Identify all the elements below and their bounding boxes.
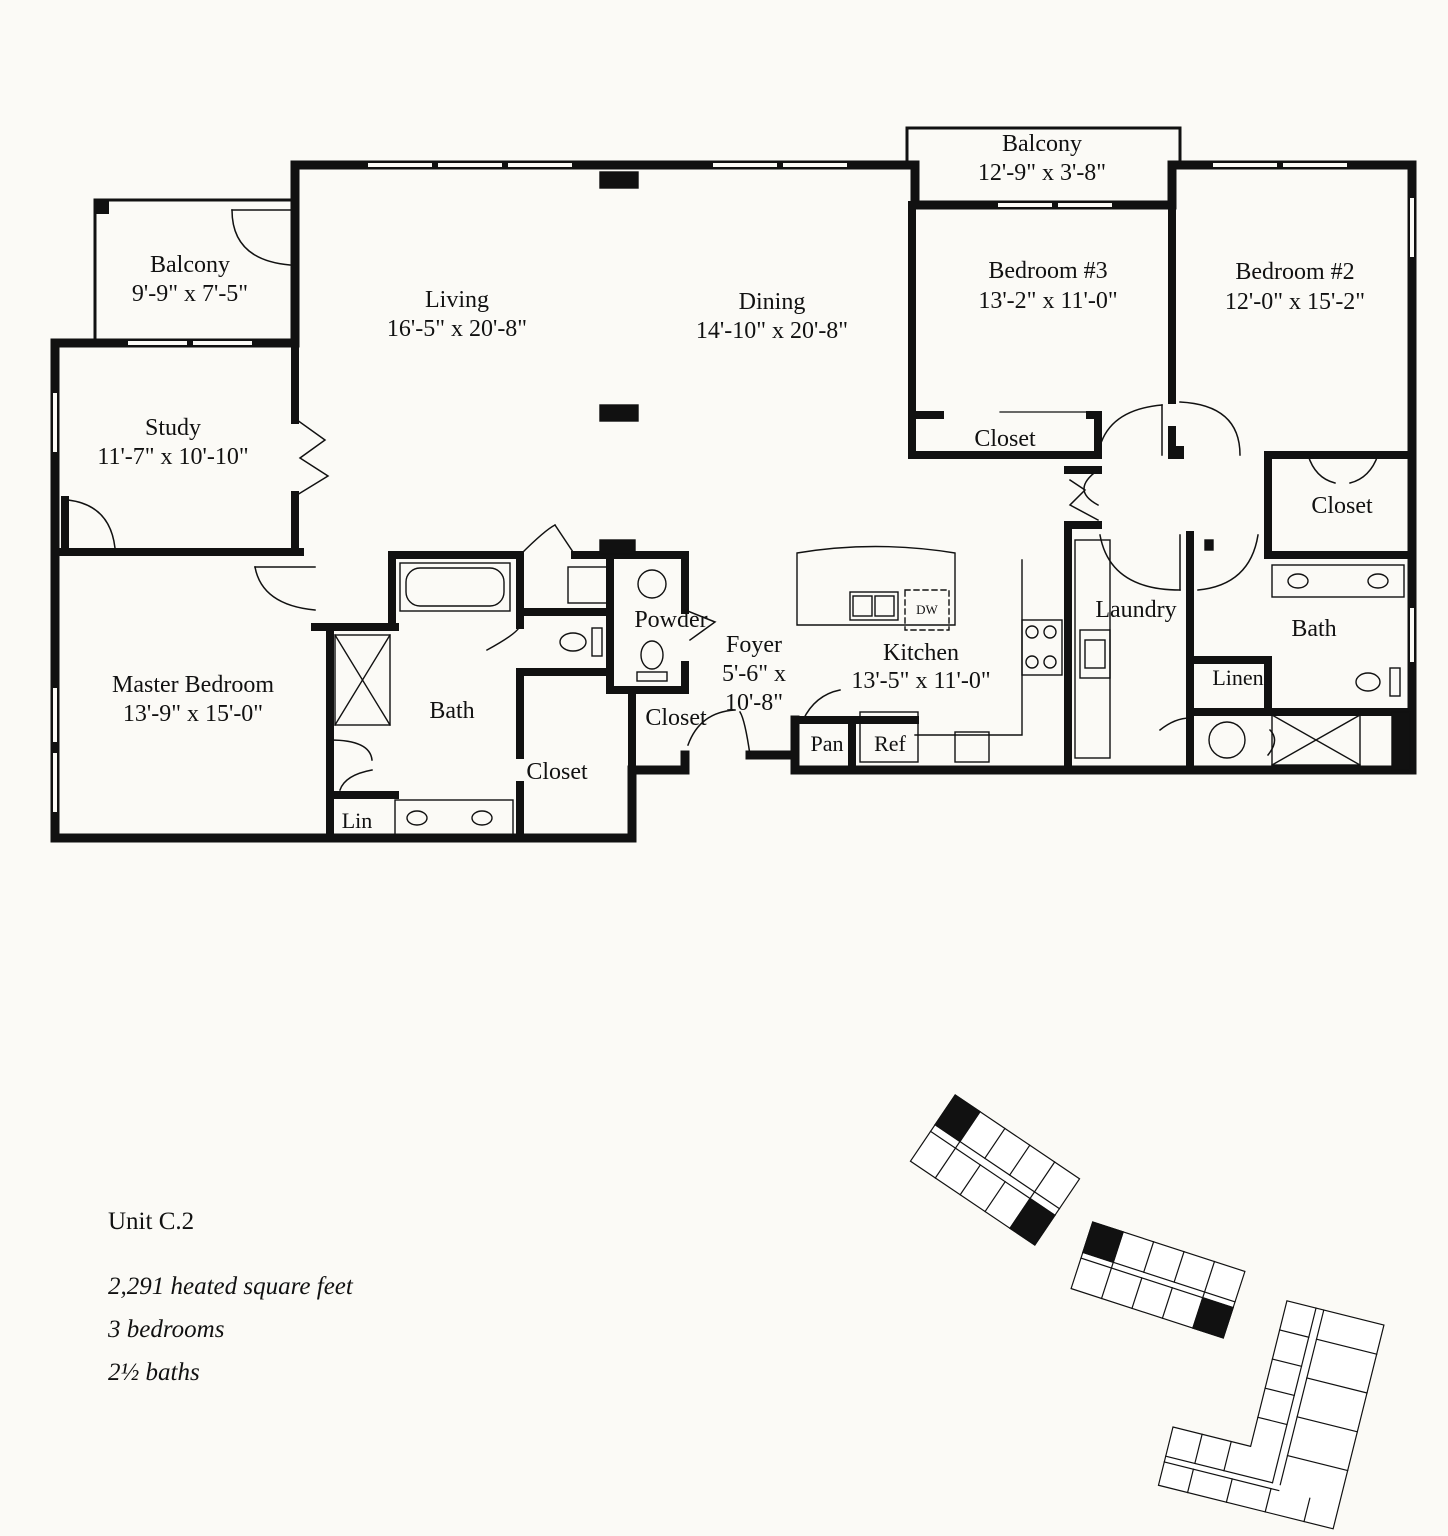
site-plan bbox=[909, 1094, 1385, 1530]
balcony-top-dims: 12'-9" x 3'-8" bbox=[978, 160, 1106, 186]
interior-walls bbox=[51, 201, 1416, 842]
kitchen-dims: 13'-5" x 11'-0" bbox=[851, 668, 990, 694]
foyer-name: Foyer bbox=[726, 632, 782, 658]
living-name: Living bbox=[425, 287, 489, 313]
balcony-left-dims: 9'-9" x 7'-5" bbox=[132, 281, 248, 307]
top-balcony-outline bbox=[905, 126, 1182, 167]
closet-bedroom2-label: Closet bbox=[1311, 493, 1373, 519]
bath2-label: Bath bbox=[1291, 616, 1336, 642]
window-frames bbox=[51, 161, 1416, 811]
master-name: Master Bedroom bbox=[112, 672, 274, 698]
powder-label: Powder bbox=[634, 607, 707, 633]
dining-dims: 14'-10" x 20'-8" bbox=[696, 318, 848, 344]
bedroom3-name: Bedroom #3 bbox=[988, 258, 1107, 284]
foyer-dims-2: 10'-8" bbox=[725, 690, 783, 716]
foyer-dims-1: 5'-6" x bbox=[722, 661, 786, 687]
bedroom2-dims: 12'-0" x 15'-2" bbox=[1225, 289, 1365, 315]
master-closet-label: Closet bbox=[526, 759, 588, 785]
linen-label: Linen bbox=[1212, 665, 1263, 690]
left-balcony-outline bbox=[93, 198, 292, 342]
kitchen-name: Kitchen bbox=[883, 640, 959, 666]
bedroom2-name: Bedroom #2 bbox=[1235, 259, 1354, 285]
unit-name: Unit C.2 bbox=[108, 1208, 195, 1235]
study-dims: 11'-7" x 10'-10" bbox=[97, 444, 248, 470]
fixtures bbox=[334, 171, 1411, 836]
refrigerator-label: Ref bbox=[874, 731, 906, 756]
balcony-top-name: Balcony bbox=[1002, 131, 1082, 157]
lin-label: Lin bbox=[342, 808, 373, 833]
dishwasher-label: DW bbox=[916, 602, 938, 617]
doors bbox=[67, 401, 1379, 791]
exterior-walls bbox=[50, 160, 1417, 843]
windows bbox=[53, 163, 1414, 812]
unit-sqft: 2,291 heated square feet bbox=[108, 1273, 353, 1300]
bedroom3-dims: 13'-2" x 11'-0" bbox=[978, 288, 1117, 314]
living-dims: 16'-5" x 20'-8" bbox=[387, 316, 527, 342]
dining-name: Dining bbox=[739, 289, 806, 315]
unit-bedrooms: 3 bedrooms bbox=[108, 1316, 225, 1343]
balcony-left-name: Balcony bbox=[150, 252, 230, 278]
master-dims: 13'-9" x 15'-0" bbox=[123, 701, 263, 727]
master-bath-label: Bath bbox=[429, 698, 474, 724]
pantry-label: Pan bbox=[811, 731, 844, 756]
study-name: Study bbox=[145, 415, 201, 441]
room-labels: Balcony 9'-9" x 7'-5" Living 16'-5" x 20… bbox=[97, 131, 1373, 833]
foyer-closet-label: Closet bbox=[645, 705, 707, 731]
unit-baths: 2½ baths bbox=[108, 1359, 200, 1386]
laundry-label: Laundry bbox=[1095, 597, 1176, 623]
closet-bedroom3-label: Closet bbox=[974, 426, 1036, 452]
